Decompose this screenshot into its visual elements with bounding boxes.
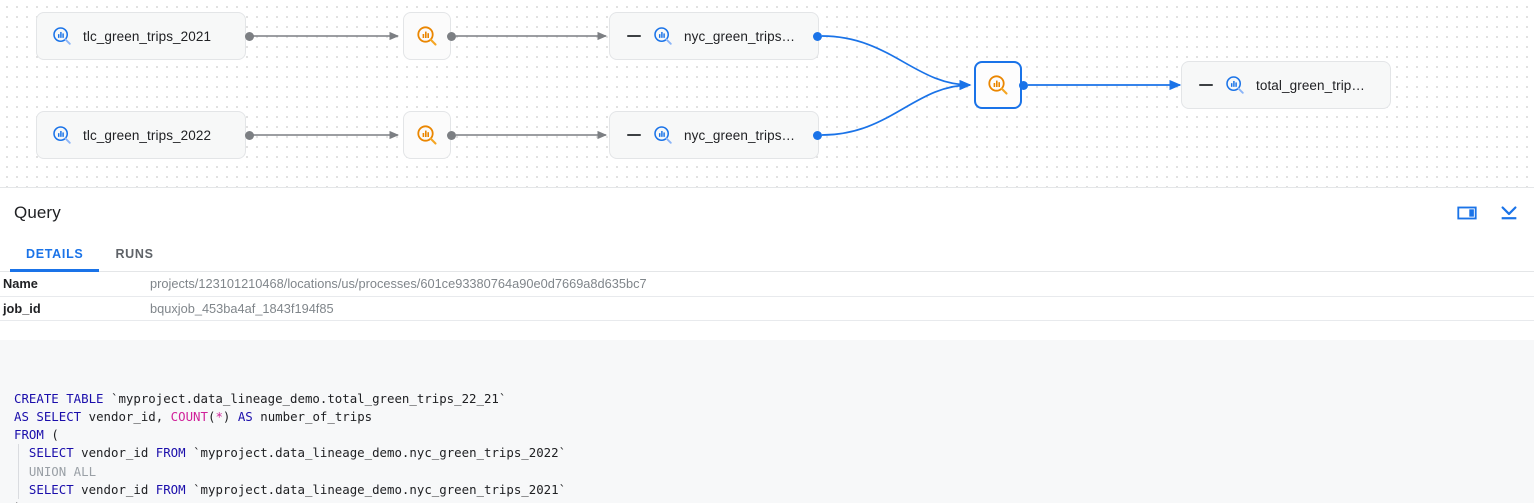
sql-line: CREATE TABLE `myproject.data_lineage_dem…: [14, 390, 1534, 408]
lineage-node-nyc-green-trips-1[interactable]: nyc_green_trips…: [609, 12, 819, 60]
tab-details[interactable]: DETAILS: [10, 237, 100, 272]
lineage-node-tlc-green-trips-2022[interactable]: tlc_green_trips_2022: [36, 111, 246, 159]
table-search-icon: [1226, 76, 1244, 94]
table-row: job_id bquxjob_453ba4af_1843f194f85: [0, 296, 1534, 321]
lineage-node-label: nyc_green_trips…: [684, 28, 796, 44]
query-panel-header: Query: [0, 189, 1534, 237]
sql-token: ): [222, 409, 238, 425]
collapse-panel-icon[interactable]: [1498, 202, 1520, 224]
node-output-port[interactable]: [813, 130, 822, 140]
node-output-port[interactable]: [1019, 80, 1028, 90]
table-search-icon: [53, 126, 71, 144]
node-output-port[interactable]: [447, 31, 456, 41]
sql-token: vendor_id: [81, 481, 156, 497]
split-panel-icon[interactable]: [1456, 202, 1478, 224]
sql-token: SELECT: [28, 445, 82, 461]
detail-key: Name: [0, 272, 150, 297]
lineage-edges: [250, 31, 1182, 140]
sql-line: UNION ALL: [14, 462, 1534, 481]
sql-token: COUNT: [170, 409, 208, 425]
indent-guide: [18, 444, 19, 463]
indent-guide: [18, 462, 19, 481]
node-output-port[interactable]: [813, 31, 822, 41]
sql-token: FROM: [155, 445, 194, 461]
indent-guide: [18, 480, 19, 499]
sql-token: number_of_trips: [260, 409, 373, 425]
sql-token: `myproject.data_lineage_demo.nyc_green_t…: [193, 481, 567, 497]
detail-value: bquxjob_453ba4af_1843f194f85: [150, 296, 1534, 321]
sql-line: SELECT vendor_id FROM `myproject.data_li…: [14, 480, 1534, 499]
lineage-node-total-green-trips[interactable]: total_green_trip…: [1181, 61, 1391, 109]
table-search-icon: [654, 27, 672, 45]
panel-actions: [1456, 202, 1520, 224]
sql-token: CREATE TABLE: [14, 391, 111, 407]
lineage-node-process-2[interactable]: [403, 111, 451, 159]
table-row: Name projects/123101210468/locations/us/…: [0, 272, 1534, 297]
detail-key: job_id: [0, 296, 150, 321]
lineage-graph-canvas[interactable]: tlc_green_trips_2021 tlc_green_trips_202…: [0, 0, 1534, 188]
process-search-icon: [988, 75, 1008, 95]
lineage-node-process-1[interactable]: [403, 12, 451, 60]
collapse-minus-icon[interactable]: [624, 26, 644, 46]
table-search-icon: [53, 27, 71, 45]
sql-line: FROM (: [14, 426, 1534, 444]
lineage-node-tlc-green-trips-2021[interactable]: tlc_green_trips_2021: [36, 12, 246, 60]
tab-runs[interactable]: RUNS: [115, 247, 154, 261]
detail-value: projects/123101210468/locations/us/proce…: [150, 272, 1534, 297]
sql-token: AS: [237, 409, 261, 425]
sql-token: ): [14, 500, 21, 503]
process-search-icon: [417, 125, 437, 145]
sql-token: vendor_id: [81, 445, 156, 461]
lineage-node-label: tlc_green_trips_2021: [83, 28, 212, 44]
table-search-icon: [654, 126, 672, 144]
lineage-node-nyc-green-trips-2[interactable]: nyc_green_trips…: [609, 111, 819, 159]
sql-token: `myproject.data_lineage_demo.total_green…: [110, 391, 507, 407]
node-output-port[interactable]: [447, 130, 456, 140]
sql-lines: CREATE TABLE `myproject.data_lineage_dem…: [14, 390, 1534, 503]
sql-line: ): [14, 499, 1534, 503]
sql-token: FROM: [155, 481, 194, 497]
sql-token: *: [215, 409, 223, 425]
collapse-minus-icon[interactable]: [1196, 75, 1216, 95]
sql-token: [14, 482, 29, 497]
sql-token: (: [51, 427, 59, 443]
panel-title: Query: [14, 203, 61, 222]
sql-token: vendor_id,: [88, 409, 171, 425]
sql-token: (: [207, 409, 216, 425]
panel-tabs: DETAILS RUNS: [0, 237, 1534, 272]
lineage-node-label: tlc_green_trips_2022: [83, 127, 212, 143]
process-search-icon: [417, 26, 437, 46]
sql-token: `myproject.data_lineage_demo.nyc_green_t…: [193, 445, 567, 461]
node-output-port[interactable]: [245, 130, 254, 140]
sql-token: AS SELECT: [14, 409, 89, 425]
sql-token: SELECT: [28, 481, 82, 497]
collapse-minus-icon[interactable]: [624, 125, 644, 145]
sql-token: [14, 445, 29, 460]
sql-code-block[interactable]: CREATE TABLE `myproject.data_lineage_dem…: [0, 340, 1534, 503]
node-output-port[interactable]: [245, 31, 254, 41]
sql-line: SELECT vendor_id FROM `myproject.data_li…: [14, 444, 1534, 463]
sql-token: UNION ALL: [14, 463, 97, 479]
lineage-node-process-selected[interactable]: [974, 61, 1022, 109]
details-table: Name projects/123101210468/locations/us/…: [0, 272, 1534, 321]
sql-line: AS SELECT vendor_id, COUNT(*) AS number_…: [14, 408, 1534, 426]
lineage-node-label: nyc_green_trips…: [684, 127, 796, 143]
sql-token: FROM: [14, 427, 52, 443]
lineage-node-label: total_green_trip…: [1256, 77, 1366, 93]
